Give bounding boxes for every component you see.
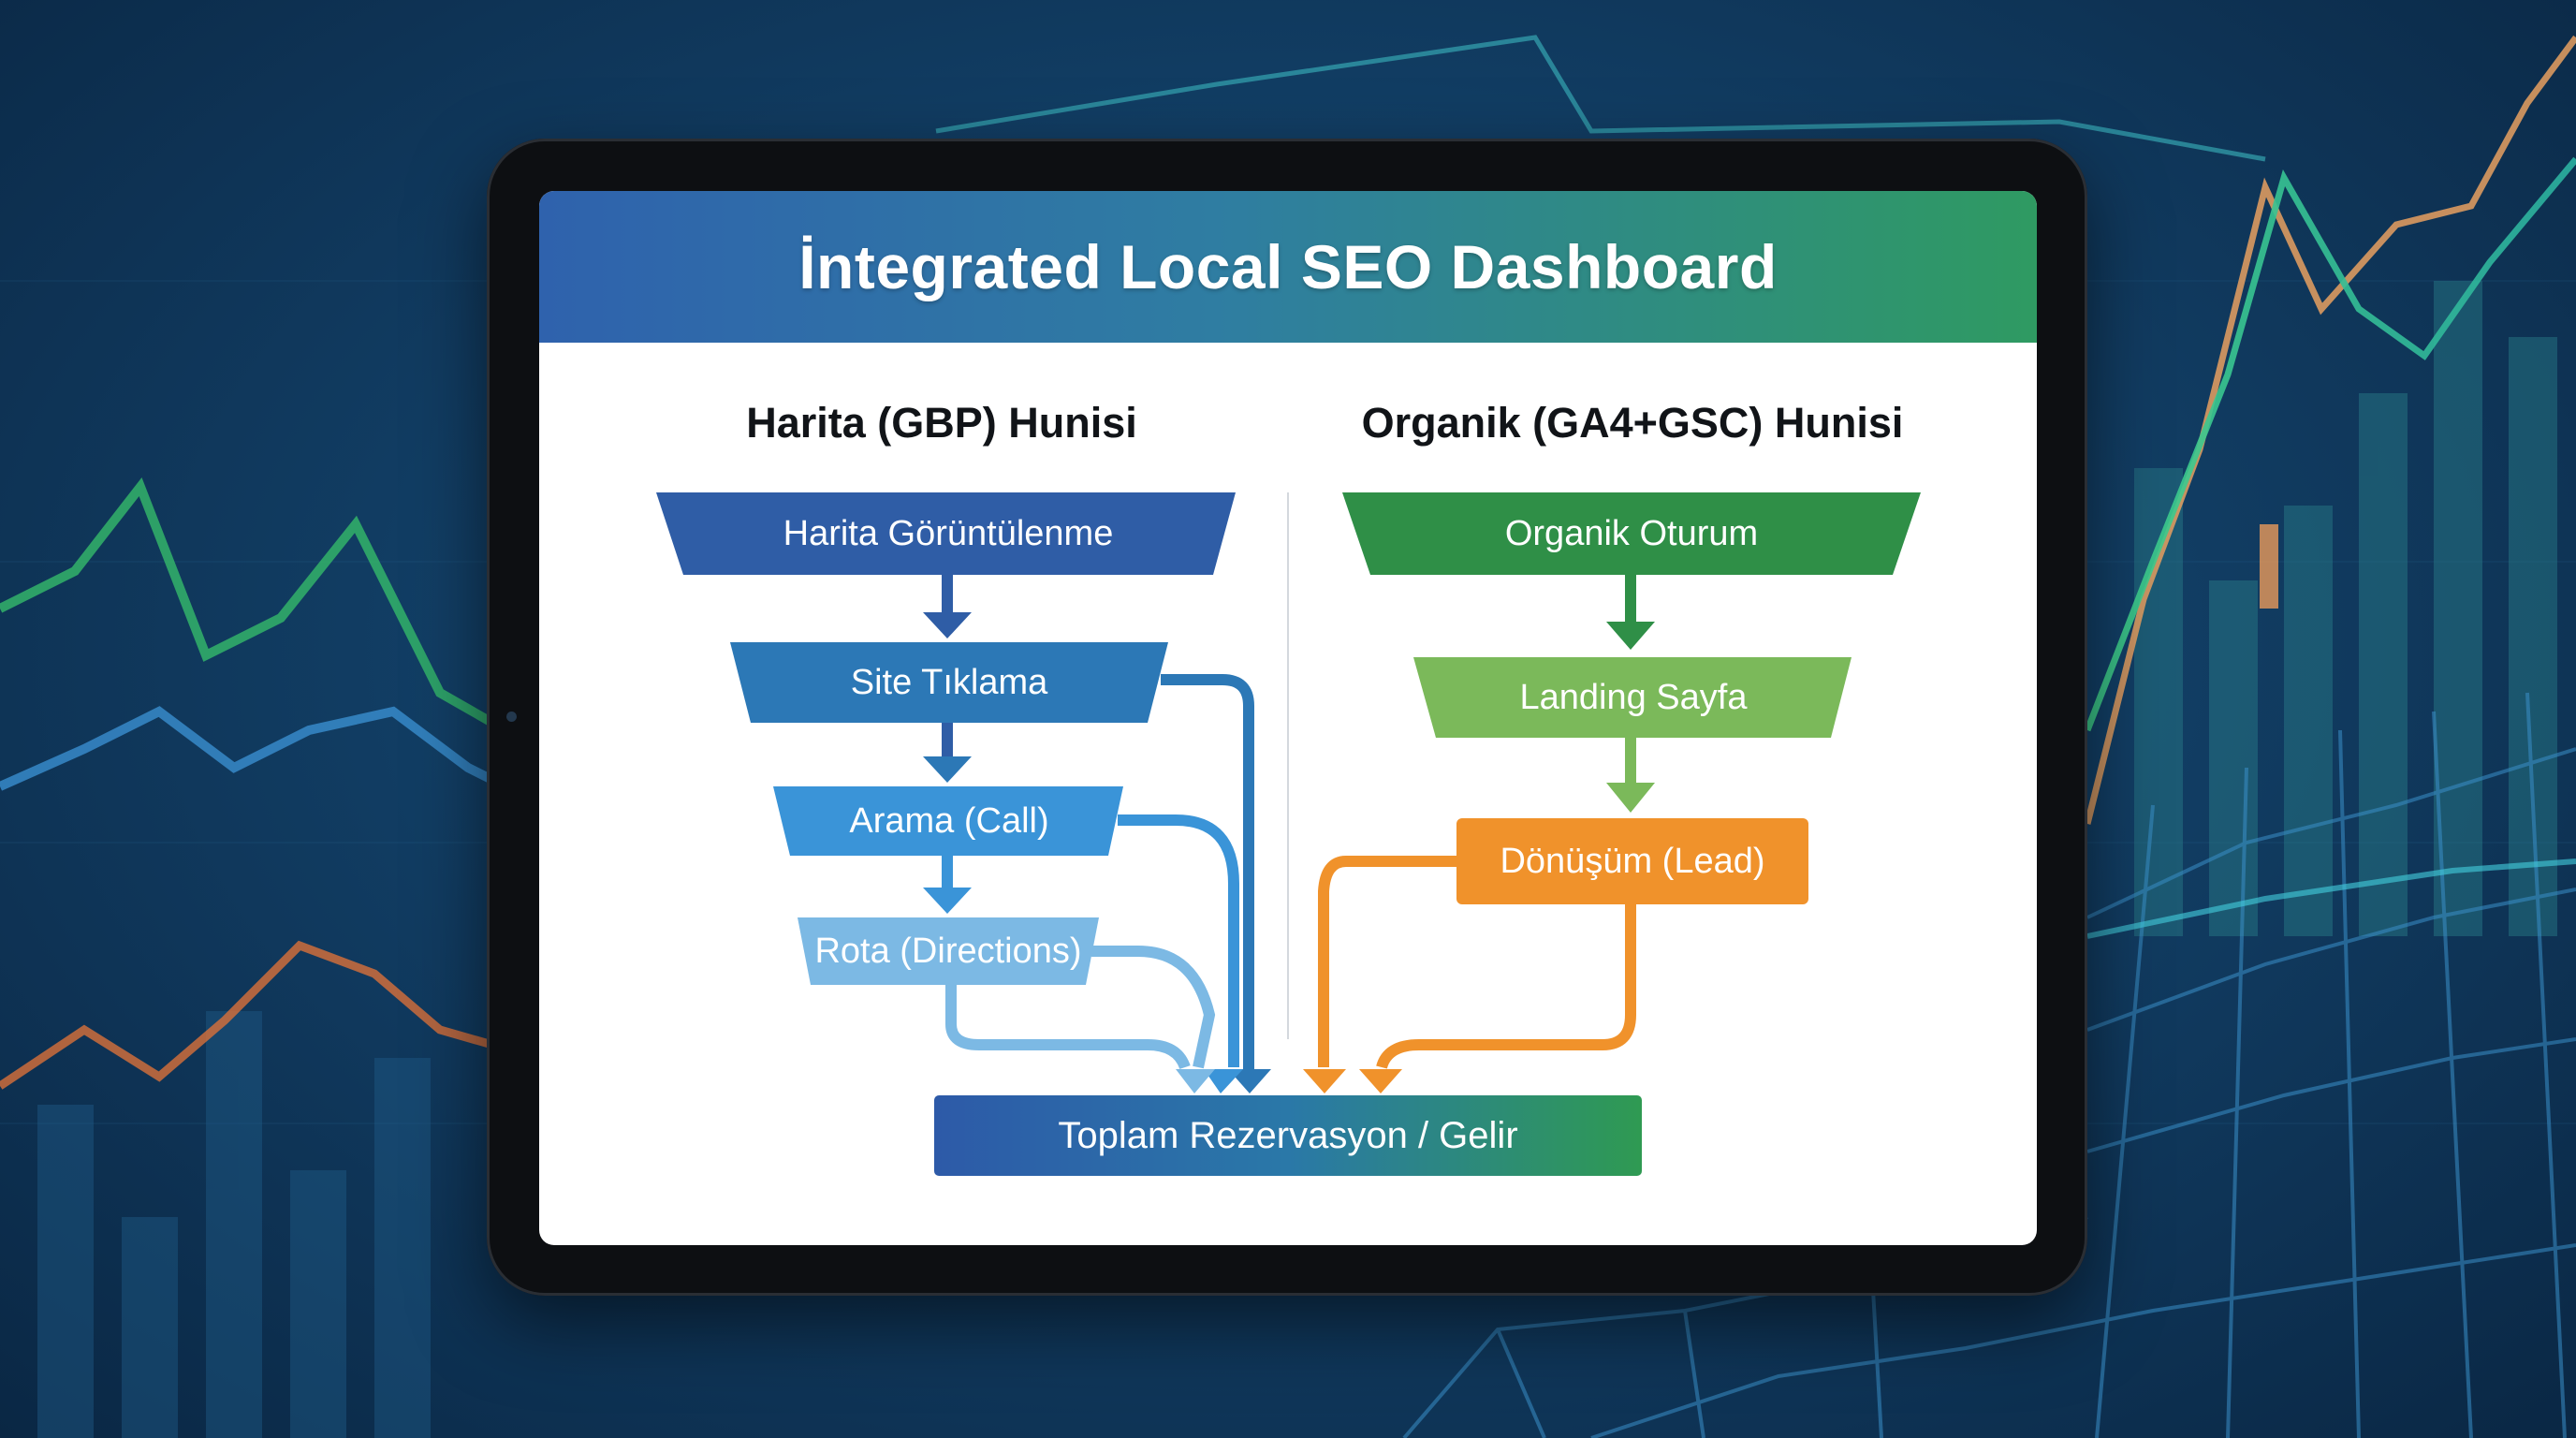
organic-stage-lead-shape: [1456, 818, 1808, 904]
gbp-stage-rota: Rota (Directions): [811, 917, 1086, 985]
gbp-stage-site: Site Tıklama: [751, 642, 1148, 723]
organic-stage-landing-shape: [1413, 657, 1852, 738]
gbp-stage-arama-shape: [773, 786, 1123, 856]
lead-connectors: [1318, 856, 1636, 1069]
background-bars-right: [2134, 281, 2557, 936]
gbp-stage-harita-label: Harita Görüntülenme: [783, 513, 1114, 553]
gbp-connector-arrowheads: [1176, 1069, 1271, 1093]
dashboard-screen: İntegrated Local SEO Dashboard Harita (G…: [539, 191, 2037, 1245]
background-line-green-right: [2084, 156, 2576, 732]
organic-stage-landing: Landing Sayfa: [1436, 657, 1831, 738]
background-line-blue: [0, 706, 508, 791]
dashboard-header: İntegrated Local SEO Dashboard: [539, 191, 2037, 343]
gbp-funnel-title: Harita (GBP) Hunisi: [746, 399, 1137, 447]
funnel-flow-diagram: [656, 492, 1921, 1093]
background-bars-left: [37, 1011, 431, 1438]
gbp-stage-arama-label: Arama (Call): [849, 800, 1049, 841]
gbp-stage-arama: Arama (Call): [790, 786, 1108, 856]
background-line-orange-right: [2084, 35, 2576, 825]
organic-stage-lead: Dönüşüm (Lead): [1456, 818, 1808, 904]
background-line-cyan-top: [935, 35, 2266, 162]
organic-funnel-title: Organik (GA4+GSC) Hunisi: [1361, 399, 1904, 447]
gbp-stage-site-shape: [730, 642, 1168, 723]
dashboard-title: İntegrated Local SEO Dashboard: [798, 232, 1778, 301]
background-line-green: [0, 477, 508, 735]
gbp-connectors: [945, 674, 1254, 1073]
organic-stage-lead-label: Dönüşüm (Lead): [1500, 841, 1765, 881]
background-street-map: [1402, 692, 2576, 1438]
gbp-stage-rota-shape: [798, 917, 1099, 985]
gbp-down-arrows: [923, 575, 972, 914]
organic-stage-landing-label: Landing Sayfa: [1519, 677, 1748, 717]
organic-stage-oturum: Organik Oturum: [1370, 492, 1893, 575]
gbp-stage-harita-shape: [656, 492, 1236, 575]
organic-stage-oturum-label: Organik Oturum: [1504, 513, 1759, 553]
gbp-stage-harita: Harita Görüntülenme: [683, 492, 1213, 575]
gbp-stage-rota-label: Rota (Directions): [814, 931, 1082, 971]
total-revenue-label: Toplam Rezervasyon / Gelir: [1058, 1114, 1518, 1156]
tablet-frame: İntegrated Local SEO Dashboard Harita (G…: [487, 139, 2087, 1296]
total-revenue-box: Toplam Rezervasyon / Gelir: [934, 1095, 1642, 1176]
tablet-camera: [506, 712, 517, 722]
background-line-orange: [0, 940, 507, 1090]
organic-stage-oturum-shape: [1342, 492, 1921, 575]
funnel-divider: [1287, 492, 1289, 1039]
gbp-stage-site-label: Site Tıklama: [850, 662, 1048, 702]
